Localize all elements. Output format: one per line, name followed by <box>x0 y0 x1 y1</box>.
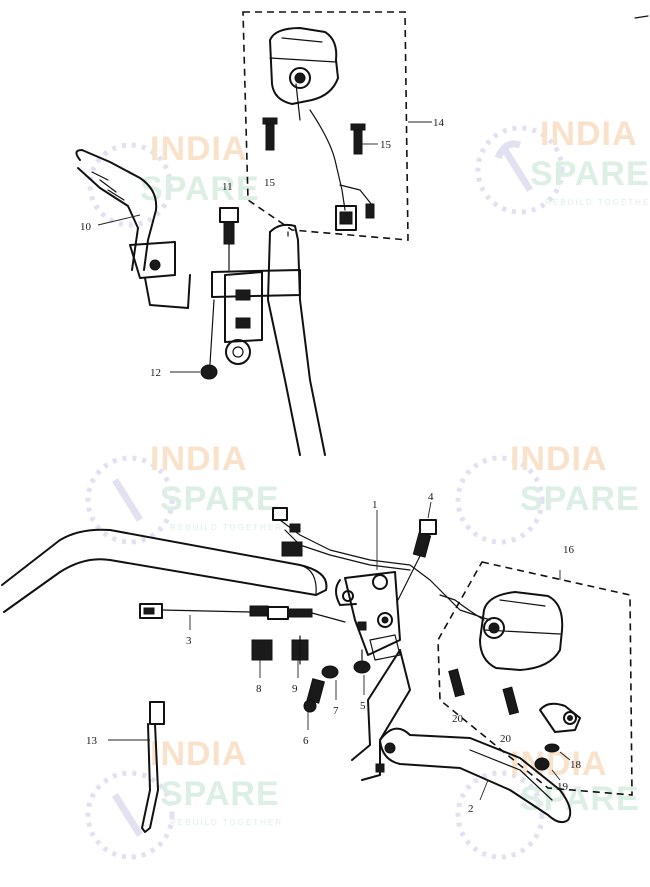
watermark-line2: SPARE <box>520 480 640 518</box>
lever-bracket-1 <box>335 571 401 661</box>
part-label-20a: 20 <box>452 713 464 725</box>
leader-10 <box>97 214 141 226</box>
part-label-4: 4 <box>428 491 434 503</box>
wrench-logo-icon <box>87 142 173 228</box>
screw-15-right <box>350 123 366 155</box>
handlebar-switch-housing-top <box>269 27 375 231</box>
part-label-19: 19 <box>557 781 569 793</box>
brake-lever-2 <box>351 649 572 824</box>
clutch-lever-10 <box>75 149 191 309</box>
handlebar-tube-bottom <box>1 528 328 613</box>
watermark-line1: INDIA <box>510 745 608 783</box>
watermark-top-left: INDIA SPARE <box>87 130 260 228</box>
part-label-20b: 20 <box>500 733 512 745</box>
watermark-mid-right: INDIA SPARE <box>455 440 640 545</box>
part-label-15b: 15 <box>380 139 392 151</box>
nut-12 <box>200 299 218 380</box>
wrench-logo-icon <box>85 770 175 860</box>
watermark-line2: SPARE <box>160 480 280 518</box>
part-label-1: 1 <box>372 499 378 511</box>
watermark-tagline: REBUILD TOGETHER <box>170 818 283 827</box>
part-label-12: 12 <box>150 367 161 379</box>
part-label-18: 18 <box>570 759 582 771</box>
part-label-5: 5 <box>360 700 366 712</box>
watermark-line1: INDIA <box>150 440 248 478</box>
wire-harness <box>272 507 491 621</box>
part-label-2: 2 <box>468 803 474 815</box>
part-label-13: 13 <box>86 735 98 747</box>
washer-7 <box>321 665 339 679</box>
pivot-bolt-11 <box>219 207 239 271</box>
watermark-line1: INDIA <box>150 735 248 773</box>
washer-19 <box>534 743 560 771</box>
handlebar-tube-top <box>267 223 326 456</box>
watermark-line2: SPARE <box>530 155 650 193</box>
part-label-3: 3 <box>186 635 192 647</box>
watermark-tagline: REBUILD TOGETHER <box>170 523 283 532</box>
watermark-top: INDIA SPARE REBUILD TOGETHER <box>475 115 650 215</box>
screw-20-left <box>448 668 465 698</box>
bolt-6 <box>303 678 325 713</box>
part-label-11: 11 <box>222 181 233 193</box>
part-label-9: 9 <box>292 683 298 695</box>
collar-9 <box>291 635 309 665</box>
screw-8 <box>251 639 273 661</box>
watermark-line2: SPARE <box>520 780 640 818</box>
brake-switch-3 <box>139 603 346 623</box>
wrench-logo-icon <box>455 770 545 860</box>
handlebar-switch-housing-bottom <box>439 591 564 671</box>
part-label-8: 8 <box>256 683 262 695</box>
watermark-tagline: REBUILD TOGETHER <box>545 198 650 207</box>
nut-5 <box>353 621 371 674</box>
watermark-line1: INDIA <box>510 440 608 478</box>
watermark-mid-left: INDIA SPARE REBUILD TOGETHER <box>85 440 283 545</box>
screw-15-left <box>262 117 278 151</box>
watermark-line1: INDIA <box>540 115 638 153</box>
wrench-logo-icon <box>85 455 175 545</box>
switch-group-14-box <box>242 11 409 241</box>
part-label-16: 16 <box>563 544 575 556</box>
screw-20-right <box>502 686 520 716</box>
leader-4 <box>427 501 432 519</box>
leader-2 <box>479 779 489 801</box>
watermark-bottom-left: INDIA SPARE REBUILD TOGETHER <box>85 735 283 860</box>
lever-perch-clamp <box>211 269 301 365</box>
cable-strap-13 <box>141 701 165 833</box>
leader-19 <box>551 769 561 781</box>
adjuster-bolt-4 <box>397 519 437 601</box>
part-label-15a: 15 <box>264 177 276 189</box>
mirror-mount-18 <box>539 702 581 733</box>
part-label-14: 14 <box>433 117 445 129</box>
corner-mark <box>634 15 649 19</box>
part-label-6: 6 <box>303 735 309 747</box>
watermark-line1: INDIA <box>150 130 248 168</box>
leader-18 <box>559 751 571 761</box>
part-label-10: 10 <box>80 221 92 233</box>
watermark-line2: SPARE <box>160 775 280 813</box>
switch-group-16-box <box>437 561 633 796</box>
part-label-7: 7 <box>333 705 339 717</box>
wrench-logo-icon <box>455 455 545 545</box>
wrench-logo-icon <box>475 125 565 215</box>
watermark-line2: SPARE <box>140 170 260 208</box>
